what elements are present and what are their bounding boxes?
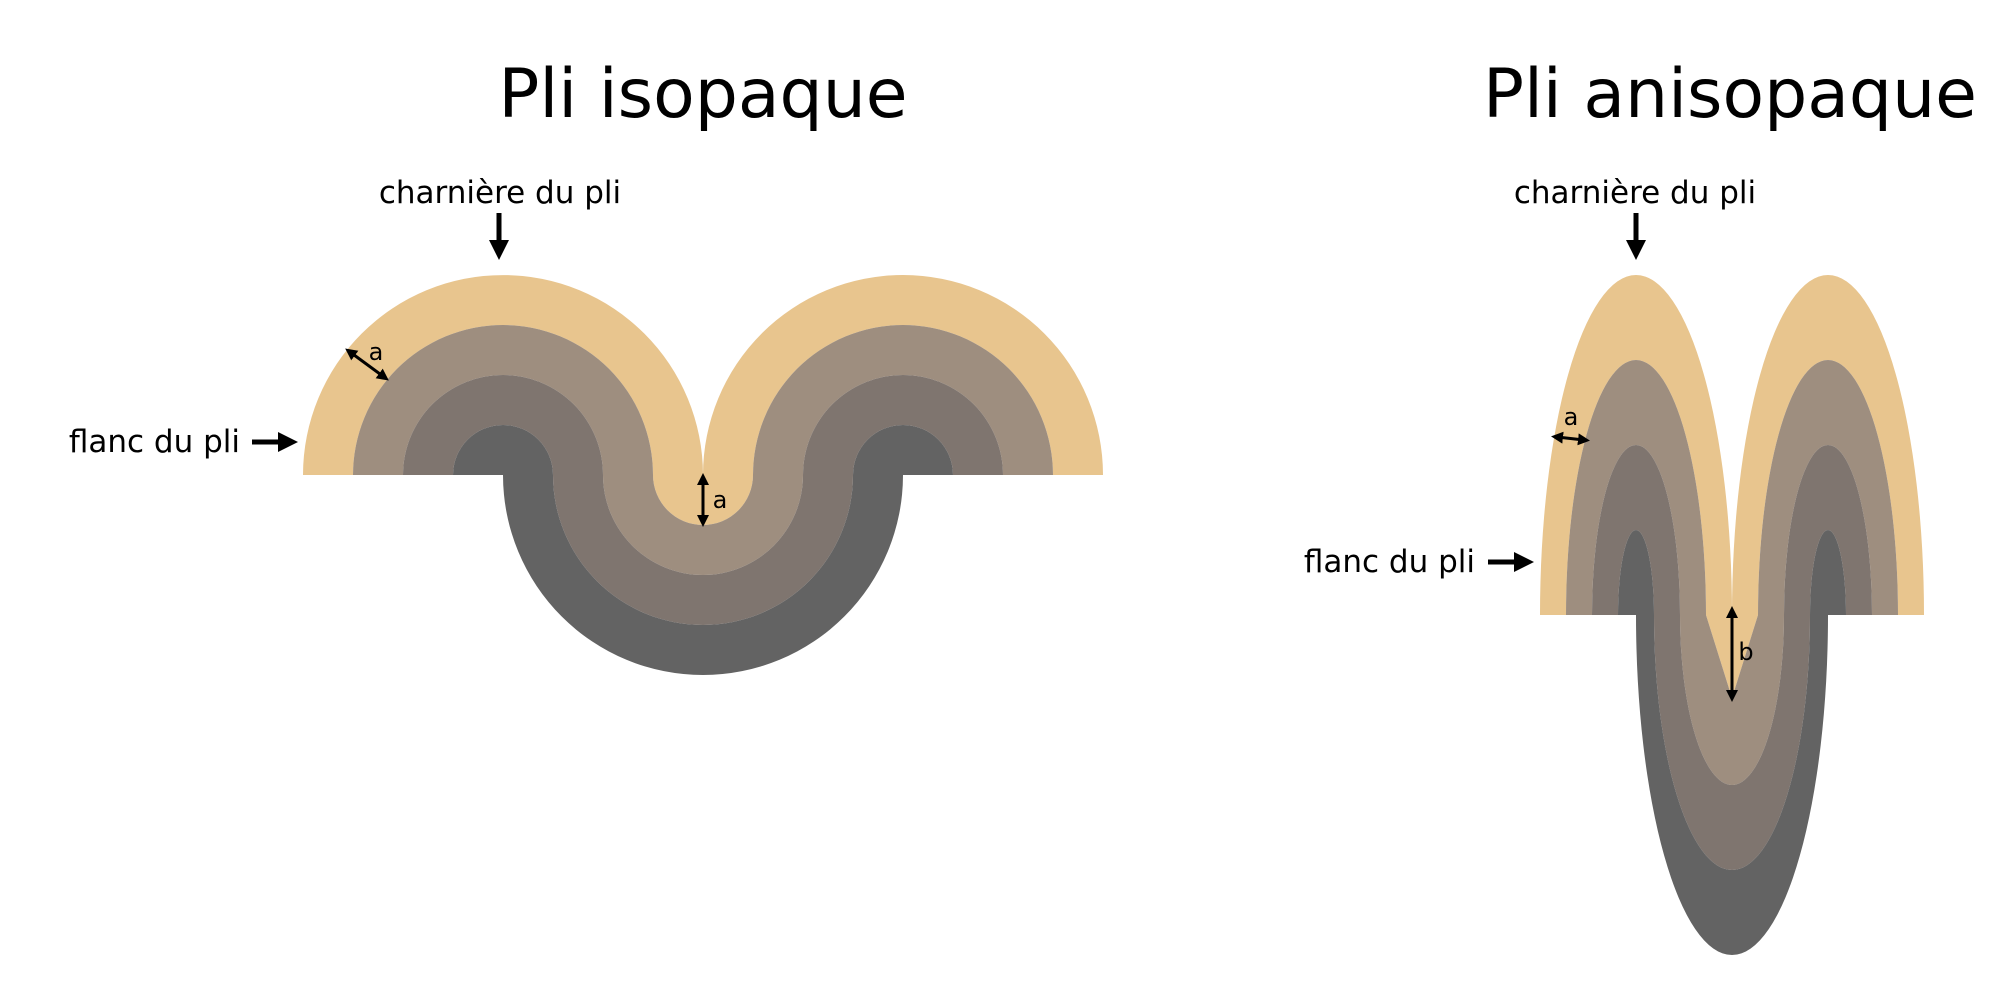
anisopaque-trough-thickness-label: b — [1738, 638, 1753, 666]
isopaque-trough-thickness-label: a — [713, 486, 728, 514]
isopaque-title: Pli isopaque — [498, 55, 907, 134]
isopaque-flank-thickness-label: a — [369, 338, 384, 366]
isopaque-hinge-label: charnière du pli — [379, 175, 621, 211]
isopaque-limb-label: flanc du pli — [69, 424, 240, 460]
anisopaque-limb-label: flanc du pli — [1304, 544, 1475, 580]
isopaque-fold-layers — [303, 275, 1103, 675]
isopaque-panel: Pli isopaque charnière du pli flanc du p… — [69, 55, 1103, 675]
anisopaque-title: Pli anisopaque — [1483, 55, 1977, 134]
anisopaque-panel: Pli anisopaque charnière du pli flanc du… — [1304, 55, 1977, 955]
anisopaque-hinge-label: charnière du pli — [1514, 175, 1756, 211]
anisopaque-flank-thickness-label: a — [1564, 403, 1579, 431]
